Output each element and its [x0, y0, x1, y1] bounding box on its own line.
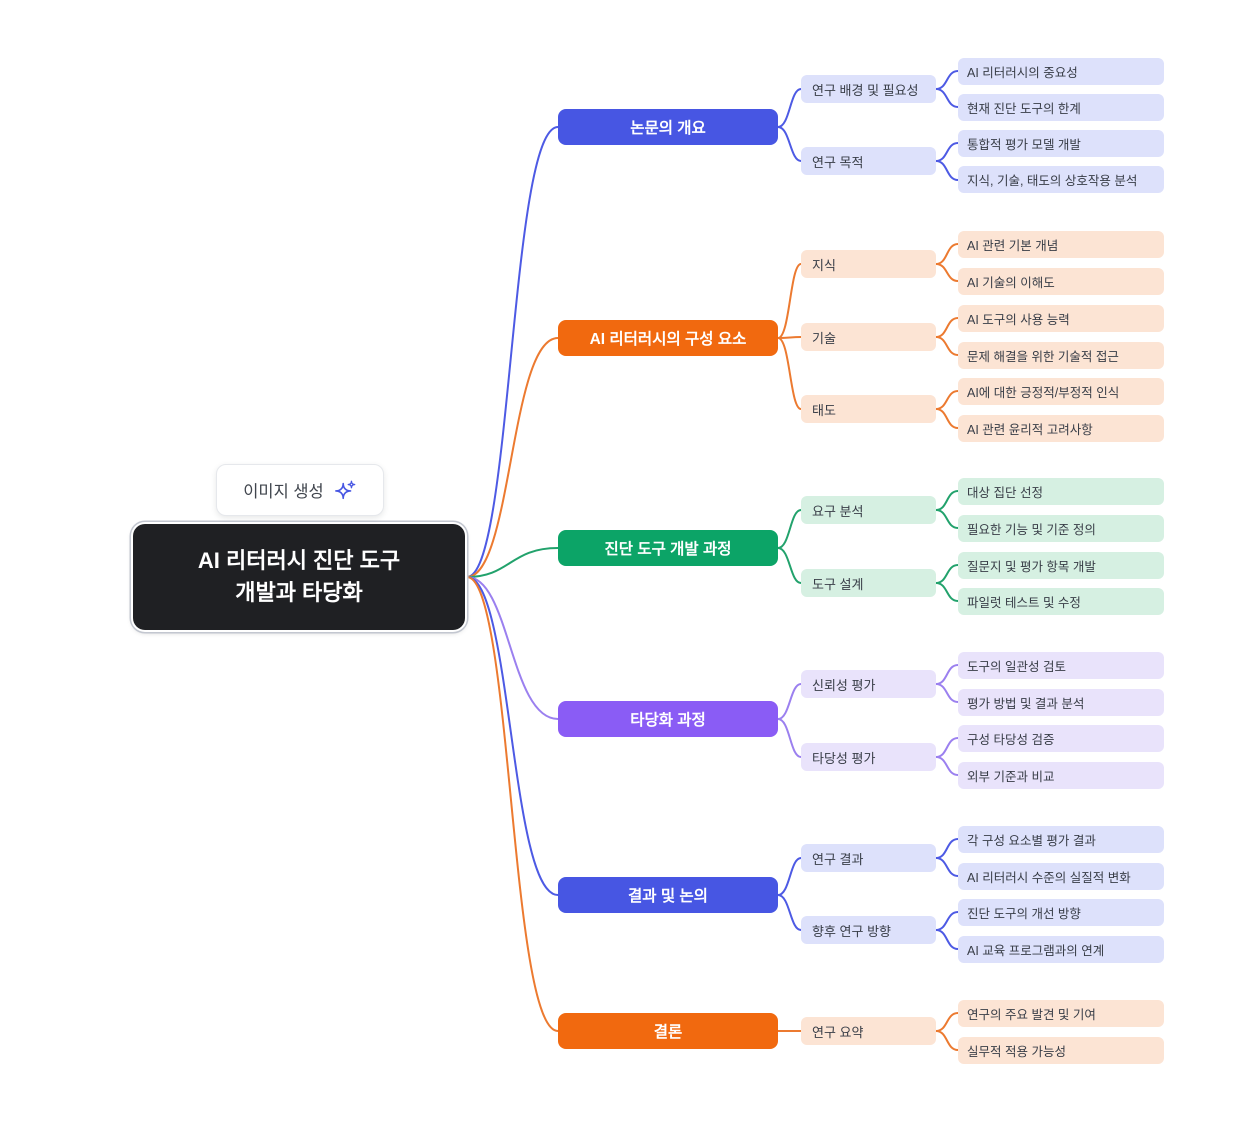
leaf-node[interactable]: 파일럿 테스트 및 수정 [958, 588, 1164, 615]
leaf-node[interactable]: AI 교육 프로그램과의 연계 [958, 936, 1164, 963]
child-node-future[interactable]: 향후 연구 방향 [801, 916, 936, 944]
edges-development [466, 490, 959, 602]
child-node-knowledge[interactable]: 지식 [801, 250, 936, 278]
edges-conclusion [466, 576, 959, 1051]
leaf-node[interactable]: 질문지 및 평가 항목 개발 [958, 552, 1164, 579]
child-node-skill[interactable]: 기술 [801, 323, 936, 351]
leaf-node[interactable]: 현재 진단 도구의 한계 [958, 94, 1164, 121]
child-node-reliability[interactable]: 신뢰성 평가 [801, 670, 936, 698]
leaf-node[interactable]: 필요한 기능 및 기준 정의 [958, 515, 1164, 542]
root-title-line2: 개발과 타당화 [235, 580, 363, 605]
leaf-node[interactable]: AI 관련 기본 개념 [958, 231, 1164, 258]
leaf-node[interactable]: 문제 해결을 위한 기술적 접근 [958, 342, 1164, 369]
edges-validation [466, 576, 959, 776]
leaf-node[interactable]: 대상 집단 선정 [958, 478, 1164, 505]
edges-components [466, 243, 959, 578]
leaf-node[interactable]: 지식, 기술, 태도의 상호작용 분석 [958, 166, 1164, 193]
leaf-node[interactable]: 실무적 적용 가능성 [958, 1037, 1164, 1064]
leaf-node[interactable]: 진단 도구의 개선 방향 [958, 899, 1164, 926]
leaf-node[interactable]: 평가 방법 및 결과 분석 [958, 689, 1164, 716]
branch-node-development[interactable]: 진단 도구 개발 과정 [558, 530, 778, 566]
child-node-attitude[interactable]: 태도 [801, 395, 936, 423]
child-node-tool-design[interactable]: 도구 설계 [801, 569, 936, 597]
leaf-node[interactable]: 도구의 일관성 검토 [958, 652, 1164, 679]
child-node-validity[interactable]: 타당성 평가 [801, 743, 936, 771]
child-node-needs-analysis[interactable]: 요구 분석 [801, 496, 936, 524]
leaf-node[interactable]: AI 리터러시 수준의 실질적 변화 [958, 863, 1164, 890]
root-node[interactable]: AI 리터러시 진단 도구 개발과 타당화 [133, 524, 465, 630]
branch-node-validation[interactable]: 타당화 과정 [558, 701, 778, 737]
leaf-node[interactable]: 외부 기준과 비교 [958, 762, 1164, 789]
leaf-node[interactable]: AI 도구의 사용 능력 [958, 305, 1164, 332]
generate-image-label: 이미지 생성 [243, 483, 324, 501]
child-node-findings[interactable]: 연구 결과 [801, 844, 936, 872]
sparkle-icon [334, 480, 356, 500]
branch-node-results[interactable]: 결과 및 논의 [558, 877, 778, 913]
child-node-purpose[interactable]: 연구 목적 [801, 147, 936, 175]
edges-overview [466, 70, 959, 578]
edges-results [466, 576, 959, 950]
leaf-node[interactable]: 각 구성 요소별 평가 결과 [958, 826, 1164, 853]
leaf-node[interactable]: AI 리터러시의 중요성 [958, 58, 1164, 85]
leaf-node[interactable]: 구성 타당성 검증 [958, 725, 1164, 752]
branch-node-conclusion[interactable]: 결론 [558, 1013, 778, 1049]
generate-image-button[interactable]: 이미지 생성 [216, 464, 384, 516]
leaf-node[interactable]: AI 관련 윤리적 고려사항 [958, 415, 1164, 442]
leaf-node[interactable]: 연구의 주요 발견 및 기여 [958, 1000, 1164, 1027]
branch-node-overview[interactable]: 논문의 개요 [558, 109, 778, 145]
root-title-line1: AI 리터러시 진단 도구 [197, 548, 401, 574]
leaf-node[interactable]: 통합적 평가 모델 개발 [958, 130, 1164, 157]
child-node-background[interactable]: 연구 배경 및 필요성 [801, 75, 936, 103]
leaf-node[interactable]: AI 기술의 이해도 [958, 268, 1164, 295]
leaf-node[interactable]: AI에 대한 긍정적/부정적 인식 [958, 378, 1164, 405]
branch-node-components[interactable]: AI 리터러시의 구성 요소 [558, 320, 778, 356]
child-node-summary[interactable]: 연구 요약 [801, 1017, 936, 1045]
